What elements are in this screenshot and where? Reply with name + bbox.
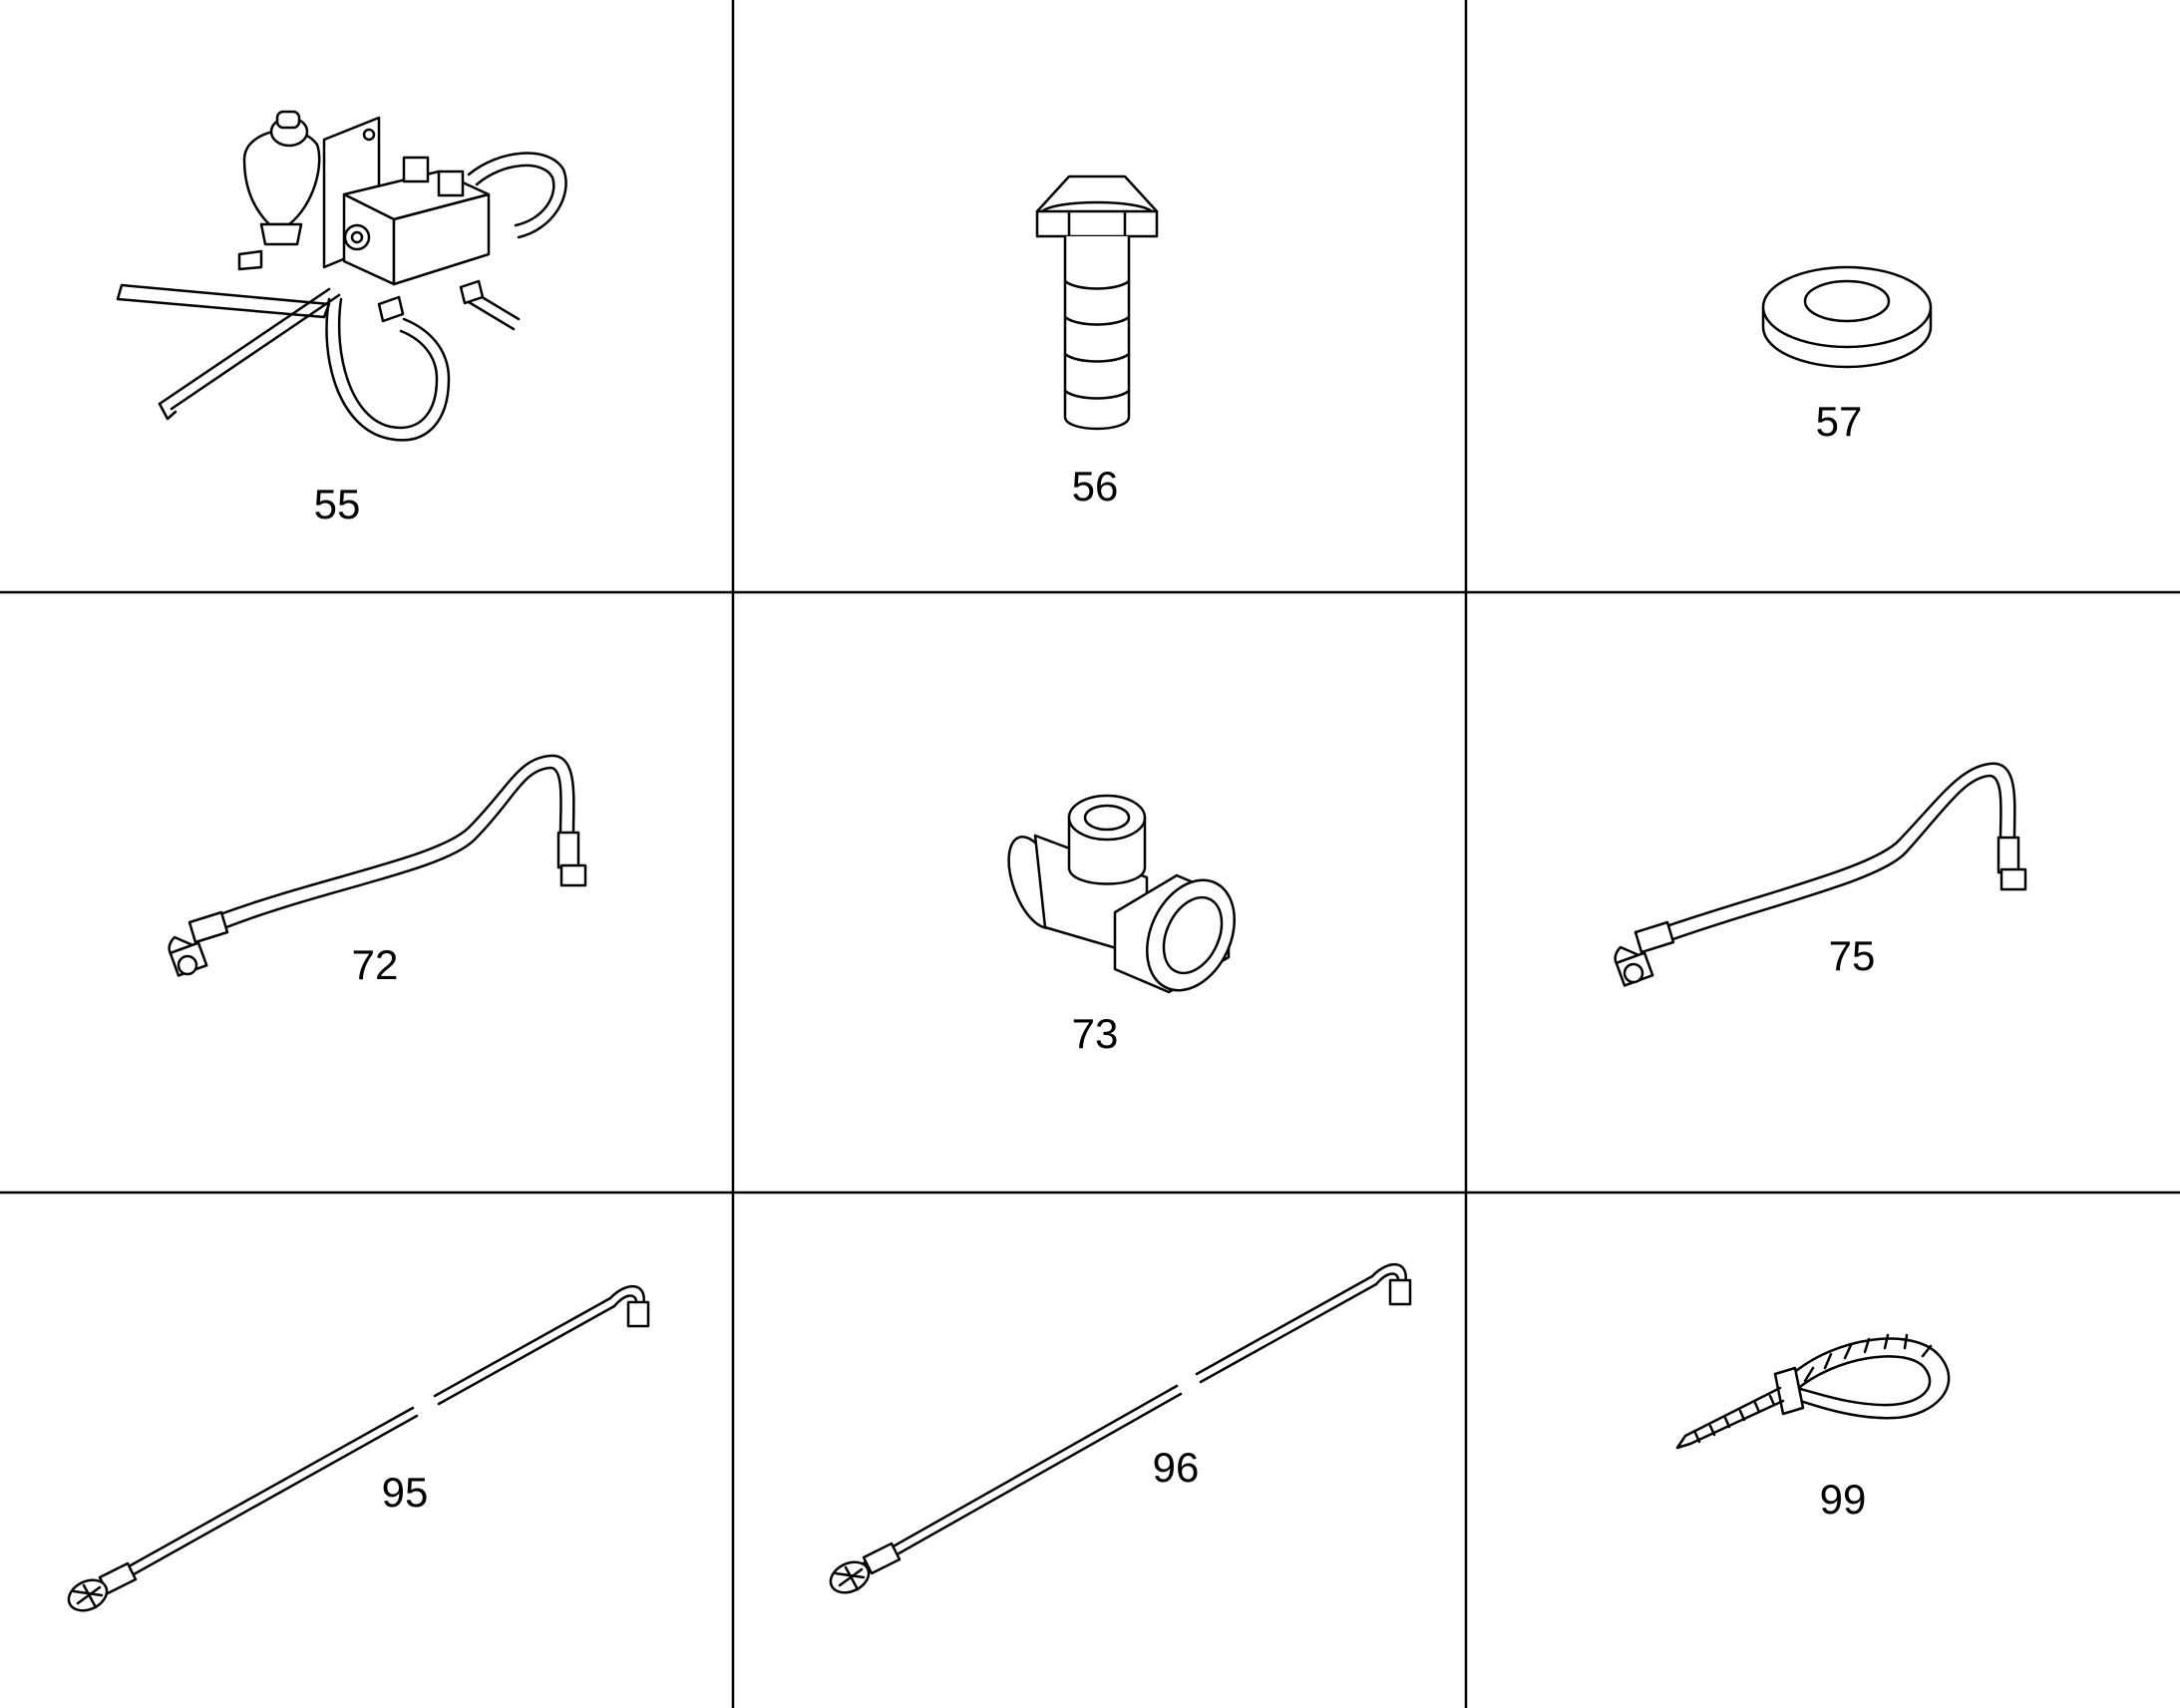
part-number-tee-fitting: 73 — [1072, 1010, 1119, 1057]
part-number-cable-tie: 99 — [1820, 1476, 1867, 1523]
valve-assembly-illustration — [116, 110, 567, 442]
tee-fitting-illustration — [1007, 794, 1237, 994]
cell-washer: 57 — [1761, 265, 1933, 445]
part-number-thermocouple-a: 95 — [382, 1469, 429, 1516]
cable-tie-illustration — [1675, 1333, 1951, 1450]
part-number-hose-b: 75 — [1829, 932, 1876, 979]
thermocouple-b-illustration — [829, 1262, 1412, 1594]
hex-bolt-illustration — [1035, 174, 1159, 431]
cell-thermocouple-b: 96 — [829, 1262, 1412, 1594]
cell-hose-b: 75 — [1614, 762, 2027, 987]
cell-tee-fitting: 73 — [1007, 794, 1237, 1057]
part-number-thermocouple-b: 96 — [1153, 1444, 1200, 1491]
washer-illustration — [1761, 265, 1933, 369]
cell-cable-tie: 99 — [1675, 1333, 1951, 1523]
cell-thermocouple-a: 95 — [67, 1284, 650, 1612]
part-number-hose-a: 72 — [352, 941, 399, 988]
thermocouple-a-illustration — [67, 1284, 650, 1612]
hose-b-illustration — [1614, 762, 2027, 987]
cell-hex-bolt: 56 — [1035, 174, 1159, 510]
hose-a-illustration — [168, 754, 587, 977]
part-number-valve-assembly: 55 — [314, 481, 361, 527]
cell-hose-a: 72 — [168, 754, 587, 988]
part-number-washer: 57 — [1816, 398, 1863, 445]
part-number-hex-bolt: 56 — [1072, 463, 1119, 510]
cell-valve-assembly: 55 — [116, 110, 567, 527]
